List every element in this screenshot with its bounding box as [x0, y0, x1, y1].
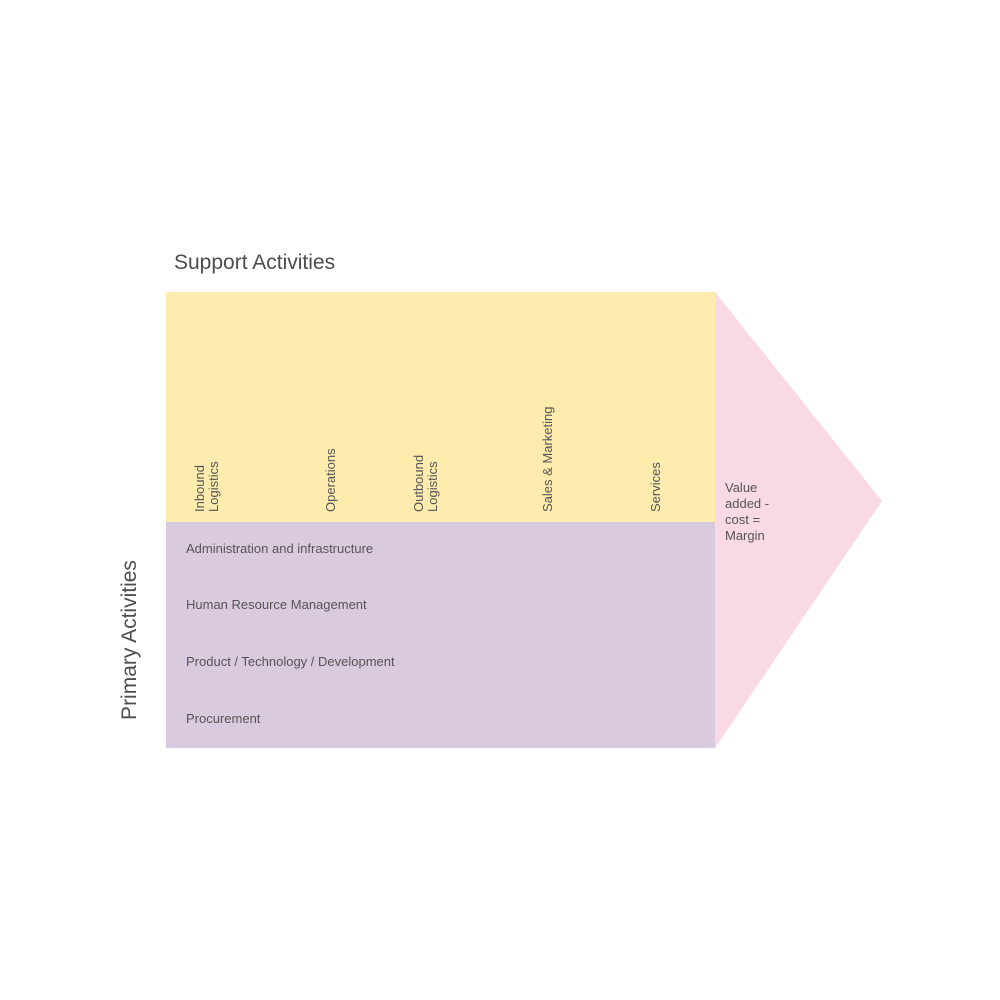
- column-label: Outbound Logistics: [411, 454, 440, 512]
- support-activities-block: Inbound Logistics Operations Outbound Lo…: [166, 292, 715, 522]
- margin-label: Value added - cost = Margin: [725, 480, 770, 543]
- margin-arrow-shape: [715, 292, 882, 748]
- support-activities-title: Support Activities: [174, 251, 336, 274]
- column-label: Inbound Logistics: [192, 461, 221, 512]
- column-label: Sales & Marketing: [540, 406, 555, 513]
- row-procurement: Procurement: [186, 711, 261, 726]
- row-human-resource: Human Resource Management: [186, 597, 367, 612]
- row-administration: Administration and infrastructure: [186, 541, 374, 556]
- primary-activities-block: Administration and infrastructure Human …: [166, 522, 715, 748]
- column-label: Services: [648, 462, 663, 512]
- row-product-technology: Product / Technology / Development: [186, 654, 395, 669]
- column-label: Operations: [323, 448, 338, 512]
- primary-activities-title: Primary Activities: [118, 560, 141, 720]
